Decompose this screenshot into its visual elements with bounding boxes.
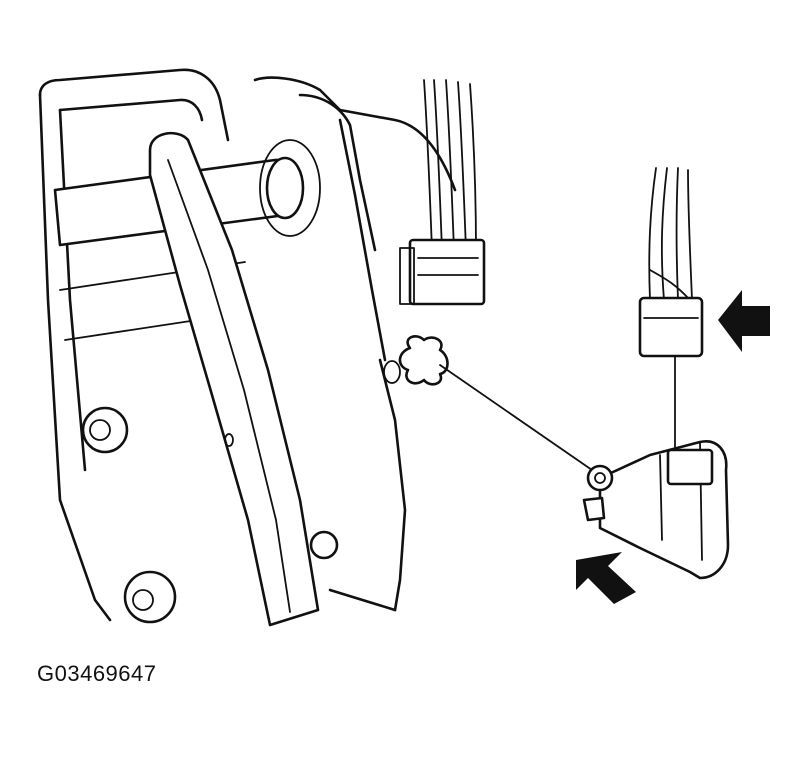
sensor-connector-socket (666, 448, 714, 486)
installation-guide-lines (439, 355, 676, 471)
sensor-harness (638, 167, 704, 358)
mounting-bosses (81, 360, 401, 624)
sensor-harness-connector (638, 296, 704, 358)
pedal-arm (148, 131, 320, 627)
pedal-sensor-diagram (38, 68, 770, 627)
pedal-position-sensor (582, 440, 730, 580)
connector-pointer-arrow-icon (718, 290, 770, 352)
sensor-mounting-hole (398, 335, 449, 386)
vehicle-harness-connector (408, 238, 486, 306)
sensor-pointer-arrow-icon (576, 552, 636, 604)
figure-code: G03469647 (37, 661, 157, 686)
vehicle-harness (399, 79, 486, 306)
pedal-bracket (38, 68, 457, 622)
